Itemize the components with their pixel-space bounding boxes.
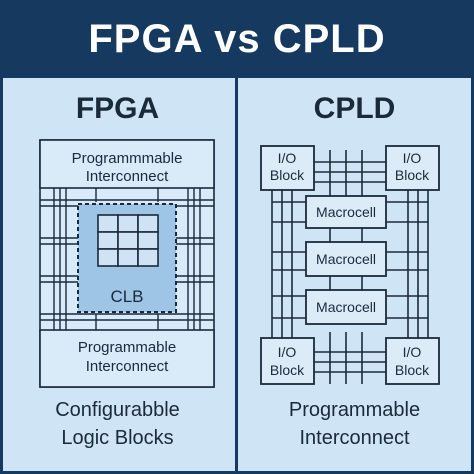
fpga-routing-grid — [40, 188, 214, 330]
macrocell-label: Macrocell — [316, 299, 376, 315]
io-block-label: Block — [395, 362, 430, 378]
fpga-caption-line-2: Logic Blocks — [61, 427, 174, 449]
title-bar: FPGA vs CPLD — [0, 0, 474, 78]
macrocell-3 — [305, 289, 387, 325]
io-block-bottom-left — [260, 337, 315, 385]
panel-divider — [235, 78, 238, 474]
fpga-bottom-interconnect-label-2: Interconnect — [86, 358, 169, 375]
io-block-top-right — [385, 145, 440, 191]
io-block-label: Block — [270, 167, 305, 183]
cpld-caption-line-1: Programmable — [288, 399, 421, 421]
fpga-top-interconnect-label-1: Programmmable — [72, 150, 183, 167]
macrocell-1 — [305, 195, 387, 229]
diagram-title: FPGA vs CPLD — [88, 16, 386, 61]
io-block-label: I/O — [278, 344, 297, 360]
io-block-top-left — [260, 145, 315, 191]
fpga-labels: Programmmable Interconnect CLB Programma… — [72, 150, 183, 375]
fpga-bottom-interconnect-box — [39, 329, 215, 388]
cpld-blocks — [260, 145, 440, 385]
io-block-label: Block — [270, 362, 305, 378]
fpga-heading: FPGA — [75, 92, 160, 125]
fpga-top-interconnect-box — [39, 139, 215, 189]
io-block-label: I/O — [278, 150, 297, 166]
cpld-caption: Programmable Interconnect — [238, 396, 471, 452]
fpga-bottom-interconnect-label-1: Programmable — [78, 339, 176, 356]
fpga-caption-line-1: Configurabble — [55, 399, 180, 421]
io-block-label: Block — [395, 167, 430, 183]
macrocell-label: Macrocell — [316, 251, 376, 267]
io-block-label: I/O — [403, 150, 422, 166]
fpga-caption: Configurabble Logic Blocks — [0, 396, 235, 452]
clb-lut-grid — [97, 214, 159, 267]
io-block-label: I/O — [403, 344, 422, 360]
macrocell-label: Macrocell — [316, 204, 376, 220]
fpga-diagram — [39, 139, 215, 388]
cpld-heading: CPLD — [313, 92, 396, 125]
cpld-labels: I/O Block I/O Block I/O Block I/O Block … — [270, 150, 430, 378]
clb-label: CLB — [110, 287, 143, 306]
macrocell-2 — [305, 241, 387, 277]
cpld-interconnect-lines — [271, 150, 429, 384]
fpga-top-interconnect-label-2: Interconnect — [86, 168, 169, 185]
io-block-bottom-right — [385, 337, 440, 385]
cpld-caption-line-2: Interconnect — [299, 427, 410, 449]
